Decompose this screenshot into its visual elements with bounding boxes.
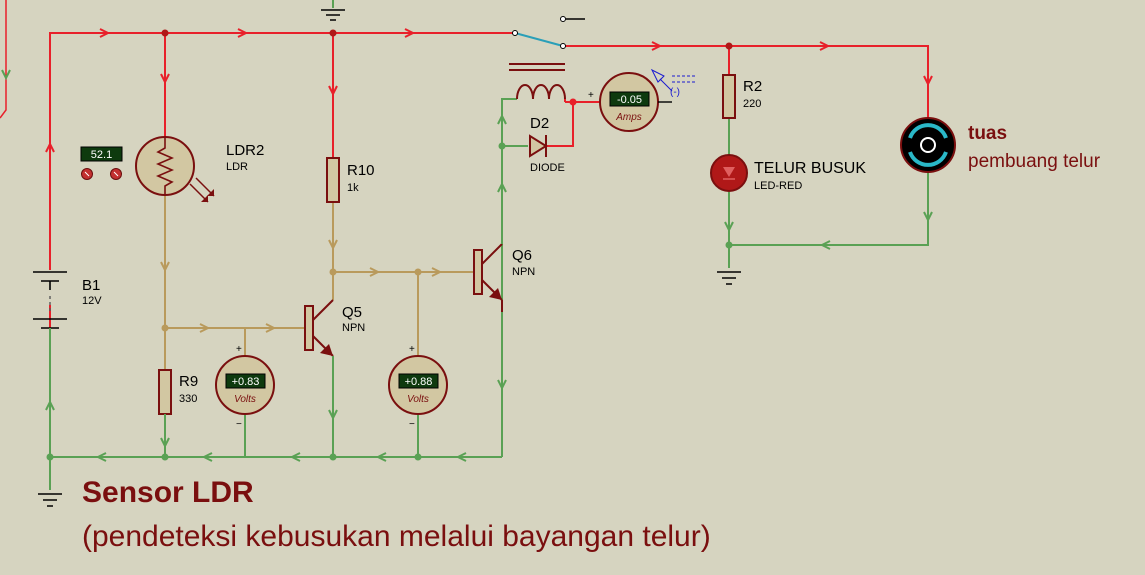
wire-mid — [164, 195, 474, 370]
diode-d2[interactable]: D2 DIODE — [529, 115, 565, 174]
resistor-r9[interactable]: R9 330 — [158, 369, 198, 420]
wire-arrows-low — [1, 69, 933, 462]
ammeter-unit: Amps — [615, 112, 642, 123]
ldr-value: LDR — [226, 161, 248, 173]
wire-high-ends — [0, 0, 7, 119]
ammeter-plus: + — [588, 90, 594, 101]
voltmeter1-minus: − — [236, 419, 242, 430]
voltmeter1-unit: Volts — [234, 394, 256, 405]
led-value: LED-RED — [754, 180, 802, 192]
r10-ref: R10 — [347, 162, 375, 179]
q6-ref: Q6 — [512, 247, 532, 264]
voltmeter-q5-base[interactable]: +0.83 Volts + − — [215, 344, 275, 430]
d2-ref: D2 — [530, 115, 549, 132]
voltmeter2-reading: +0.88 — [405, 376, 433, 388]
b1-ref: B1 — [82, 277, 100, 294]
d2-value: DIODE — [530, 162, 565, 174]
ground-symbol — [717, 271, 741, 285]
relay[interactable] — [509, 16, 585, 103]
battery-b1[interactable]: B1 12V — [33, 271, 102, 346]
q6-value: NPN — [512, 266, 535, 278]
r9-value: 330 — [179, 393, 197, 405]
voltmeter1-reading: +0.83 — [232, 376, 260, 388]
motor-title: tuas — [968, 123, 1007, 144]
ldr-readout — [80, 146, 123, 162]
voltmeter-q6-base[interactable]: +0.88 Volts + − — [388, 344, 448, 430]
junction-dots — [46, 29, 733, 461]
voltmeter2-plus: + — [409, 344, 415, 355]
q5-ref: Q5 — [342, 304, 362, 321]
resistor-r10[interactable]: R10 1k — [326, 157, 375, 203]
probe-icon — [650, 68, 697, 92]
ldr-sensor[interactable]: 52.1 LDR2 LDR — [80, 136, 264, 203]
voltmeter2-display — [398, 373, 439, 389]
ammeter-reading: -0.05 — [617, 94, 642, 106]
led-ref: TELUR BUSUK — [754, 160, 866, 177]
wire-arrows-mid — [160, 239, 443, 333]
ldr-display: 52.1 — [91, 149, 112, 161]
motor[interactable]: tuas pembuang telur — [900, 117, 1101, 173]
q5-value: NPN — [342, 322, 365, 334]
voltmeter2-unit: Volts — [407, 394, 429, 405]
ground-symbol — [38, 493, 62, 507]
ground-symbol — [321, 9, 345, 21]
caption-subtitle: (pendeteksi kebusukan melalui bayangan t… — [82, 520, 711, 553]
ammeter[interactable]: -0.05 Amps + (-) — [588, 68, 697, 132]
led-indicator[interactable]: TELUR BUSUK LED-RED — [710, 154, 866, 192]
wire-arrows-high — [45, 28, 933, 153]
b1-value: 12V — [82, 295, 102, 307]
motor-subtitle: pembuang telur — [968, 151, 1101, 172]
ldr-ref: LDR2 — [226, 142, 264, 159]
ammeter-display — [609, 91, 650, 107]
voltmeter2-minus: − — [409, 419, 415, 430]
r2-ref: R2 — [743, 78, 762, 95]
voltmeter1-display — [225, 373, 266, 389]
resistor-r2[interactable]: R2 220 — [722, 74, 762, 119]
r10-value: 1k — [347, 182, 359, 194]
caption-title: Sensor LDR — [82, 476, 254, 509]
r2-value: 220 — [743, 98, 761, 110]
transistor-q5[interactable]: Q5 NPN — [304, 299, 365, 364]
wire-low — [49, 0, 929, 490]
r9-ref: R9 — [179, 373, 198, 390]
ammeter-minus: (-) — [670, 87, 680, 98]
transistor-q6[interactable]: Q6 NPN — [473, 240, 535, 312]
voltmeter1-plus: + — [236, 344, 242, 355]
